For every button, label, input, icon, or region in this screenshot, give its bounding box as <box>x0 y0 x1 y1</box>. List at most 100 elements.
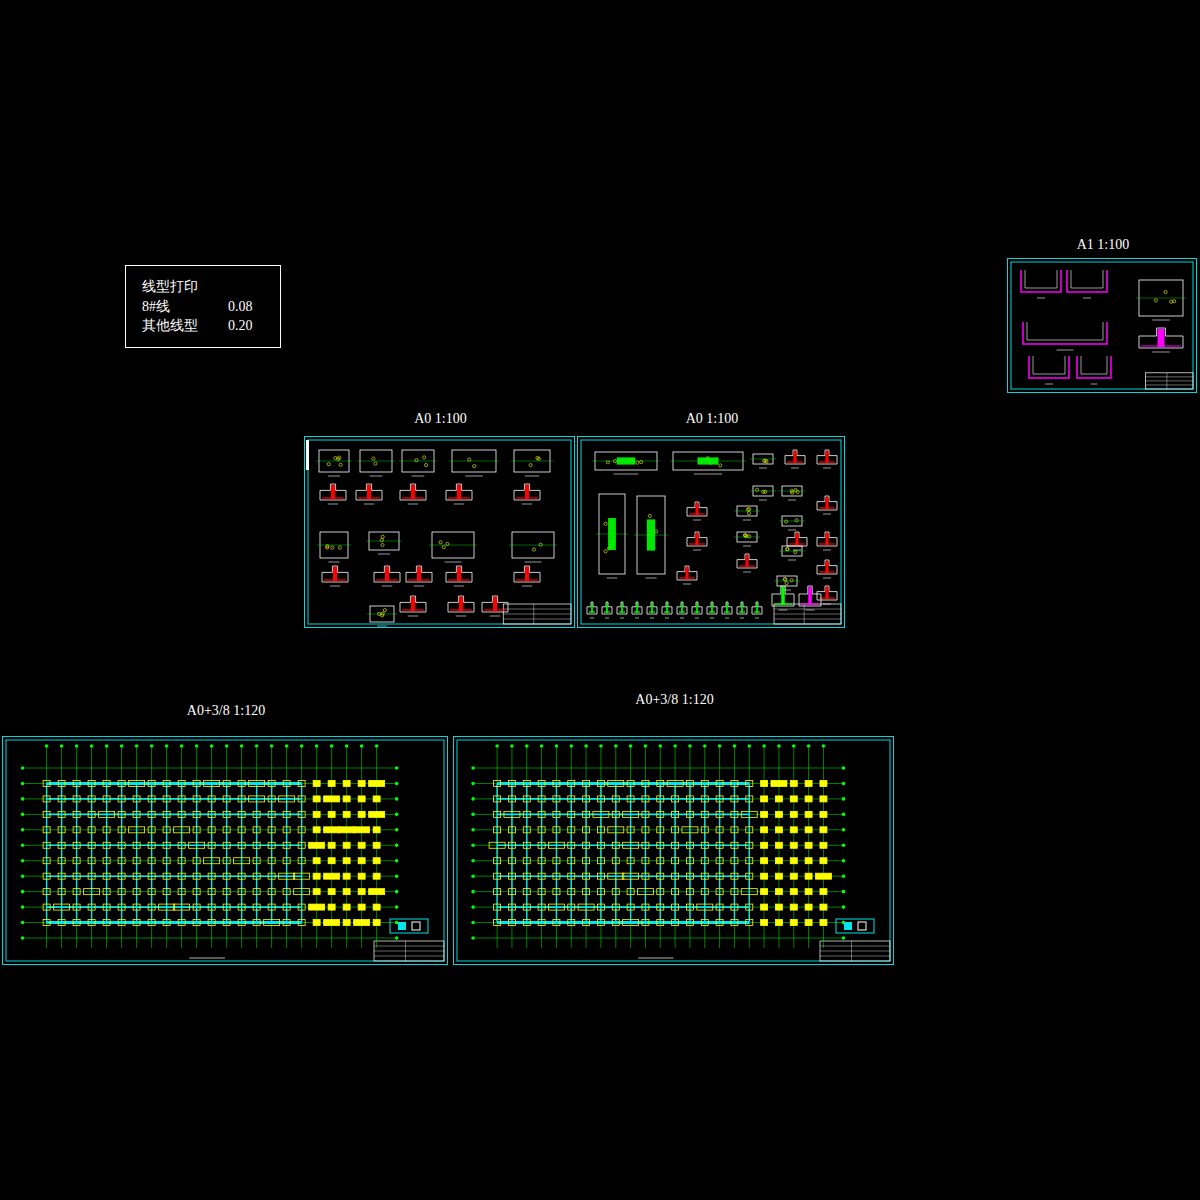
foundation-detail <box>779 516 805 530</box>
drawing-stroke <box>471 766 475 770</box>
drawing-stroke <box>471 843 475 847</box>
drawing-stroke <box>804 604 805 624</box>
drawing-stroke <box>88 796 95 802</box>
drawing-stroke <box>1172 300 1175 303</box>
drawing-stroke <box>825 451 828 463</box>
drawing-stroke <box>99 811 115 817</box>
title-block <box>774 604 841 624</box>
drawing-stroke <box>644 744 648 748</box>
sheet-drawing <box>457 740 890 961</box>
drawing-stroke <box>324 579 346 580</box>
drawing-stroke <box>1021 270 1061 292</box>
drawing-stroke <box>600 783 601 922</box>
drawing-stroke <box>553 827 560 833</box>
drawing-stroke <box>805 780 812 786</box>
drawing-stroke <box>523 780 530 786</box>
drawing-stroke <box>731 827 738 833</box>
drawing-stroke <box>739 565 755 566</box>
drawing-stroke <box>755 618 759 619</box>
drawing-stroke <box>553 796 560 802</box>
drawing-stroke <box>343 873 350 879</box>
drawing-stroke <box>21 813 25 817</box>
drawing-stroke <box>496 783 497 922</box>
drawing-stroke <box>642 920 649 926</box>
section-detail <box>374 566 400 586</box>
drawing-stroke <box>223 827 230 833</box>
drawing-stroke <box>858 922 866 930</box>
drawing-stroke <box>411 597 415 611</box>
drawing-stroke <box>642 780 649 786</box>
drawing-stroke <box>672 920 679 926</box>
drawing-stroke <box>762 744 766 748</box>
drawing-stroke <box>748 535 751 538</box>
drawing-stroke <box>761 858 768 864</box>
section-detail <box>446 484 472 504</box>
drawing-stroke <box>1057 350 1074 351</box>
drawing-stroke <box>805 811 812 817</box>
drawing-stroke <box>508 873 515 879</box>
drawing-stroke <box>454 586 464 587</box>
drawing-stroke <box>741 811 757 817</box>
drawing-stroke <box>193 858 200 864</box>
section-detail <box>1139 328 1183 352</box>
drawing-stroke <box>373 873 380 879</box>
drawing-stroke <box>133 904 140 910</box>
drawing-stroke <box>761 889 768 895</box>
drawing-stroke <box>1157 329 1164 347</box>
drawing-stroke <box>482 596 508 612</box>
drawing-stroke <box>743 520 751 521</box>
drawing-stroke <box>532 548 535 551</box>
drawing-stroke <box>395 921 399 925</box>
drawing-stroke <box>313 811 320 817</box>
drawing-stroke <box>298 811 305 817</box>
drawing-stroke <box>775 827 782 833</box>
drawing-stroke <box>223 842 230 848</box>
drawing-stroke <box>786 548 789 551</box>
drawing-stroke <box>253 811 260 817</box>
drawing-stroke <box>494 920 501 926</box>
drawing-stroke <box>716 889 723 895</box>
drawing-stroke <box>1083 298 1091 299</box>
drawing-stroke <box>785 582 788 585</box>
drawing-stroke <box>73 858 80 864</box>
drawing-stroke <box>380 539 383 542</box>
drawing-stroke <box>395 859 399 863</box>
section-detail <box>356 484 382 504</box>
drawing-stroke <box>568 827 575 833</box>
drawing-stroke <box>331 485 335 499</box>
drawing-stroke <box>604 550 607 553</box>
foundation-detail <box>779 486 805 500</box>
drawing-stroke <box>716 811 723 817</box>
drawing-stroke <box>608 873 624 879</box>
drawing-sheet: A0+3/8 1:120 <box>453 736 894 965</box>
drawing-stroke <box>657 811 664 817</box>
drawing-stroke <box>790 780 797 786</box>
drawing-stroke <box>334 456 337 459</box>
drawing-stroke <box>417 567 421 581</box>
drawing-stroke <box>294 873 310 879</box>
drawing-stroke <box>523 889 530 895</box>
drawing-stroke <box>761 842 768 848</box>
drawing-stroke <box>820 780 827 786</box>
drawing-stroke <box>471 905 475 909</box>
drawing-stroke <box>298 780 305 786</box>
drawing-stroke <box>58 827 65 833</box>
drawing-stroke <box>395 890 399 894</box>
drawing-stroke <box>842 874 846 878</box>
drawing-stroke <box>88 811 95 817</box>
drawing-stroke <box>597 796 604 802</box>
drawing-stroke <box>522 504 532 505</box>
drawing-stroke <box>719 783 720 922</box>
drawing-stroke <box>511 783 512 922</box>
drawing-stroke <box>672 889 679 895</box>
drawing-stroke <box>516 497 538 498</box>
section-detail <box>785 450 805 468</box>
drawing-stroke <box>495 744 499 748</box>
drawing-stroke <box>283 920 290 926</box>
drawing-stroke <box>772 586 794 606</box>
drawing-stroke <box>761 904 768 910</box>
drawing-stroke <box>686 780 693 786</box>
drawing-stroke <box>402 609 424 610</box>
drawing-stroke <box>494 889 501 895</box>
section-detail <box>707 602 717 618</box>
